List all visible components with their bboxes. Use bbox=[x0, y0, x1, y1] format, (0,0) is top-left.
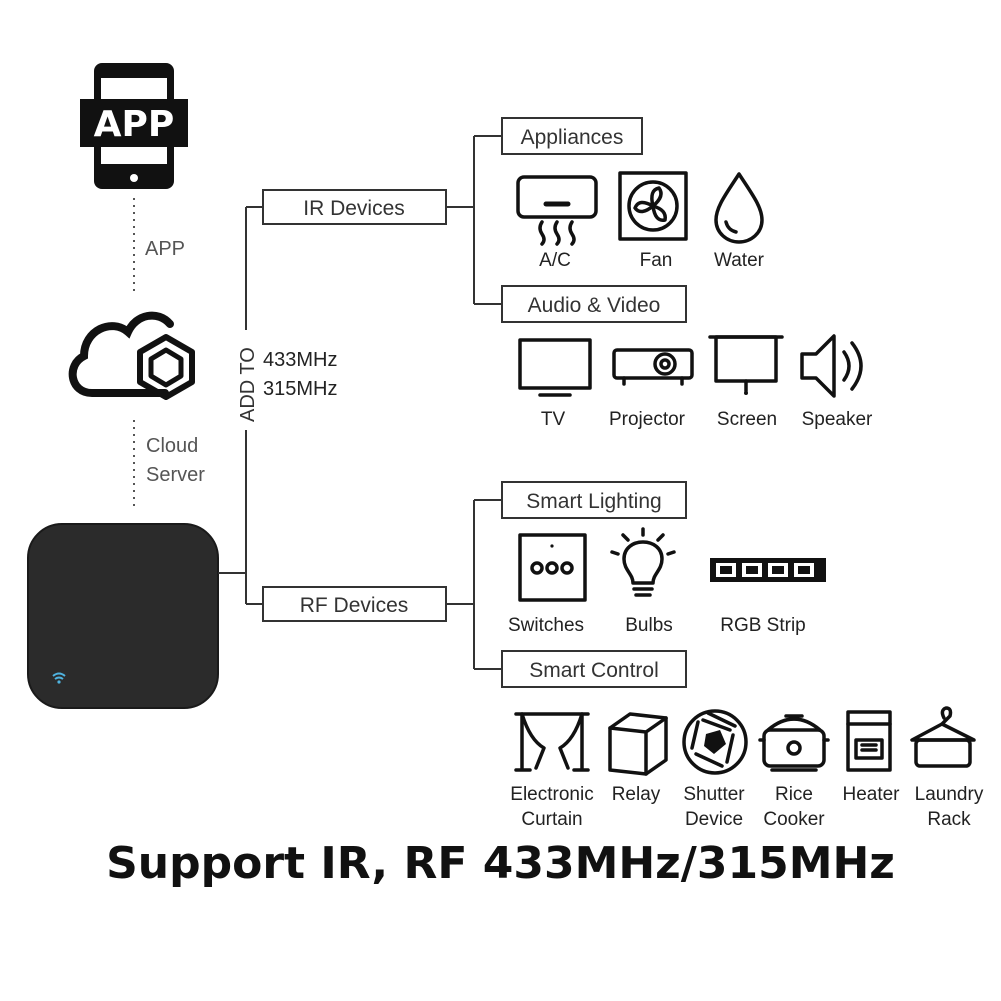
tv-icon bbox=[518, 338, 592, 397]
fan-icon bbox=[618, 171, 688, 241]
device-fan-label: Fan bbox=[640, 250, 673, 271]
cloud-label-line1: Cloud bbox=[146, 435, 198, 457]
bulb-icon bbox=[610, 527, 676, 597]
freq-433-label: 433MHz bbox=[263, 349, 337, 371]
rgb-strip-icon bbox=[710, 558, 826, 582]
screen-icon bbox=[708, 335, 784, 395]
device-laundry-rack-label-line1: Laundry bbox=[915, 784, 984, 805]
device-screen-label: Screen bbox=[717, 409, 777, 430]
laundry-rack-icon bbox=[910, 706, 976, 768]
ir-devices-box bbox=[262, 189, 447, 225]
device-shutter-label-line1: Shutter bbox=[683, 784, 745, 805]
smart-control-label: Smart Control bbox=[529, 659, 659, 682]
wifi-icon bbox=[52, 672, 66, 677]
add-to-label: ADD TO bbox=[237, 347, 259, 422]
hub-device bbox=[27, 523, 219, 709]
device-curtain-label-line1: Electronic bbox=[510, 784, 593, 805]
device-bulbs-label: Bulbs bbox=[625, 615, 673, 636]
device-projector-label: Projector bbox=[609, 409, 686, 430]
device-rice-cooker-label-line2: Cooker bbox=[763, 809, 825, 830]
device-switches-label: Switches bbox=[508, 615, 584, 636]
cloud-label-line2: Server bbox=[146, 464, 205, 486]
smart-lighting-label: Smart Lighting bbox=[526, 490, 661, 513]
curtain-icon bbox=[514, 712, 590, 772]
projector-icon bbox=[612, 348, 694, 386]
speaker-icon bbox=[800, 334, 863, 398]
freq-315-label: 315MHz bbox=[263, 378, 337, 400]
relay-icon bbox=[608, 712, 668, 776]
device-ac-label: A/C bbox=[539, 250, 571, 271]
phone-app-icon: APP bbox=[80, 63, 188, 189]
cloud-icon bbox=[68, 311, 195, 400]
water-drop-icon bbox=[714, 172, 764, 244]
device-rice-cooker-label-line1: Rice bbox=[775, 784, 813, 805]
device-shutter-label-line2: Device bbox=[685, 809, 743, 830]
audio-video-label: Audio & Video bbox=[528, 294, 661, 317]
app-label: APP bbox=[145, 238, 185, 260]
device-water-label: Water bbox=[714, 250, 765, 271]
rf-devices-label: RF Devices bbox=[300, 594, 409, 617]
smart-lighting-box bbox=[501, 481, 687, 519]
appliances-label: Appliances bbox=[521, 126, 624, 149]
device-tv-label: TV bbox=[541, 409, 566, 430]
device-relay-label: Relay bbox=[612, 784, 661, 805]
device-heater-label: Heater bbox=[842, 784, 900, 805]
heater-icon bbox=[846, 710, 892, 772]
device-laundry-rack-label-line2: Rack bbox=[927, 809, 971, 830]
rf-devices-box bbox=[262, 586, 447, 622]
footer-caption: Support IR, RF 433MHz/315MHz bbox=[106, 838, 895, 889]
shutter-icon bbox=[682, 709, 748, 775]
device-curtain-label-line2: Curtain bbox=[521, 809, 582, 830]
appliances-box bbox=[501, 117, 643, 155]
ir-devices-label: IR Devices bbox=[303, 197, 405, 220]
rice-cooker-icon bbox=[758, 714, 830, 772]
switch-icon bbox=[518, 533, 587, 602]
audio-video-box bbox=[501, 285, 687, 323]
app-badge-text: APP bbox=[94, 104, 175, 145]
smart-control-box bbox=[501, 650, 687, 688]
ac-icon bbox=[516, 175, 598, 246]
device-speaker-label: Speaker bbox=[802, 409, 873, 430]
device-rgb-strip-label: RGB Strip bbox=[720, 615, 806, 636]
